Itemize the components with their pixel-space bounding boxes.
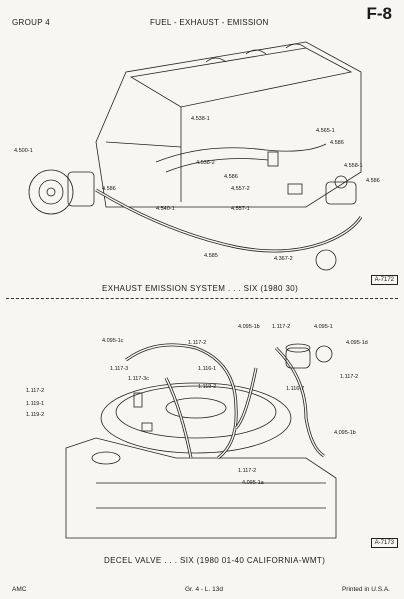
part-label: 4.095-1b <box>334 430 356 436</box>
part-label: 4.586 <box>102 186 116 192</box>
part-label: 4.095-1d <box>346 340 368 346</box>
part-label: 4.557-2 <box>231 186 250 192</box>
figure1-ref: A-7172 <box>370 275 398 285</box>
part-label: 4.540-1 <box>156 206 175 212</box>
footer-center: Gr. 4 - L. 13d <box>185 586 223 593</box>
part-label: 1.117-2 <box>272 324 290 330</box>
part-label: 4.586 <box>330 140 344 146</box>
part-label: 4.558-1 <box>344 163 363 169</box>
part-label: 1.116-1 <box>198 366 216 372</box>
part-label: 4.367-2 <box>274 256 293 262</box>
part-label: 1.117-3c <box>128 376 149 382</box>
part-label: 4.586 <box>366 178 380 184</box>
part-label: 1.119-2 <box>26 412 44 418</box>
part-label: 1.119-2 <box>198 384 216 390</box>
part-label: 4.095-1c <box>102 338 124 344</box>
figure2-ref: A-7173 <box>370 538 398 548</box>
figure2-caption: DECEL VALVE . . . SIX (1980 01-40 CALIFO… <box>104 556 326 565</box>
part-label: 4.538-2 <box>196 160 215 166</box>
part-label: 4.500-1 <box>14 148 33 154</box>
part-label: 4.565-1 <box>316 128 335 134</box>
part-label: 1.119-1 <box>26 401 44 407</box>
part-label: 4.586 <box>224 174 238 180</box>
part-label: 1.117-2 <box>26 388 44 394</box>
part-label: 4.557-1 <box>231 206 250 212</box>
page-title: FUEL - EXHAUST - EMISSION <box>150 18 269 27</box>
divider <box>6 298 398 299</box>
figure1-caption: EXHAUST EMISSION SYSTEM . . . SIX (1980 … <box>102 284 299 293</box>
group-label: GROUP 4 <box>12 18 50 27</box>
part-label: 1.117-2 <box>238 468 256 474</box>
decel-valve-diagram: 4.095-1b 1.117-2 4.095-1 4.095-1d 4.095-… <box>6 308 398 543</box>
part-label: 1.117-2 <box>188 340 206 346</box>
footer-right: Printed in U.S.A. <box>341 586 390 593</box>
part-label: 4.585 <box>204 253 218 259</box>
part-label: 1.116-7 <box>286 386 304 392</box>
part-label: 4.095-1 <box>314 324 333 330</box>
part-label: 4.095-1a <box>242 480 265 486</box>
page-number: F-8 <box>366 4 393 23</box>
part-label: 1.117-2 <box>340 374 358 380</box>
exhaust-emission-diagram: 4.538-1 4.565-1 4.586 4.500-1 4.538-2 4.… <box>6 32 398 292</box>
part-label: 4.538-1 <box>191 116 210 122</box>
part-label: 4.095-1b <box>238 324 260 330</box>
part-label: 1.117-3 <box>110 366 128 372</box>
footer-left: AMC <box>12 586 27 593</box>
